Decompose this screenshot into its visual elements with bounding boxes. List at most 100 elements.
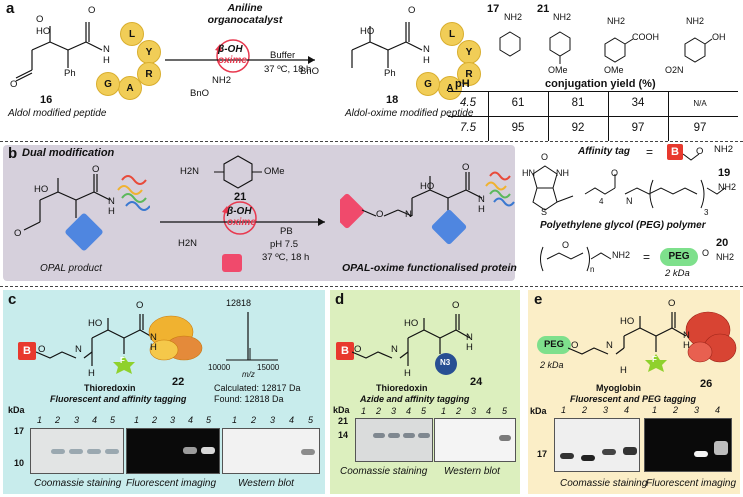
ome-21: OMe [548,65,568,75]
nh2-17: NH2 [504,12,523,22]
atom-nh: N [103,44,110,55]
aldol-peptide-label: Aldol modified peptide [8,108,107,119]
lane-number: 4 [92,415,98,425]
reagent-21-nh2: H2N [180,166,200,177]
conjugate-24-structure [352,314,471,375]
catalyst-title: Aniline organocatalyst [200,2,290,26]
biotin-nh: NH [556,168,569,178]
peg-badge-e: PEG [537,336,571,354]
coomassie-gel-c [30,428,124,474]
lane-number: 4 [486,406,492,416]
b-atom-o-ald: O [14,228,22,239]
c-atom-o2: O [136,300,144,311]
peg-o: O [562,240,570,250]
atom-o-carbonyl: O [88,5,96,16]
peg-kda: 2 kDa [665,268,690,279]
ms-tick-1: 10000 [208,363,231,372]
protein-d: Thioredoxin [376,383,428,393]
ms-spectrum [226,312,278,361]
blot-label-western-c: Western blot [238,478,294,489]
dual-modification-title: Dual modification [22,147,115,159]
c-atom-h2: H [88,368,95,379]
lane-number: 1 [37,415,43,425]
lane-number: 2 [456,406,462,416]
table-cell-ph: 4.5 [460,97,476,109]
biotin-s: S [541,207,548,217]
lane-number: 4 [715,405,721,415]
e-atom-o: O [571,340,579,351]
atom-h-p: H [423,55,430,66]
lane-number: 2 [376,406,382,416]
ph-b: pH 7.5 [270,239,298,250]
blot-label-fluorescent-e: Fluorescent imaging [646,478,737,489]
ms-found: Found: 12818 Da [214,394,284,404]
n3-badge: N3 [440,358,451,367]
peptide-bead-g: G [96,72,120,96]
pink-tag-reagent [222,254,242,272]
b-prod-n2: N [478,194,485,205]
lane-number: 3 [391,406,397,416]
subscript-4: 4 [599,197,604,206]
coomassie-gel-e [554,418,640,472]
fluorescent-gel-e [644,418,732,472]
e-atom-n: N [606,340,613,351]
lane-number: 3 [170,415,176,425]
e-atom-h: H [683,340,690,351]
reagent-bno-a: BnO [190,88,210,99]
table-rule-mid [448,116,738,117]
ms-tick-2: 15000 [257,363,280,372]
d-atom-n2: N [466,332,473,343]
subtitle-e: Fluorescent and PEG tagging [570,394,697,404]
panel-c-letter: c [8,291,17,308]
atom-h: H [103,55,110,66]
peg-structure [540,246,612,272]
ome-cooh: OMe [604,65,624,75]
table-cell: 81 [571,97,585,109]
d-atom-ho: HO [404,318,419,329]
table-cell: 97 [631,122,645,134]
buffer-a: Buffer [270,50,296,61]
b-prod-n: N [405,209,412,220]
b-atom-n: N [108,196,115,207]
lane-number: 2 [673,405,679,415]
affinity-o: O [696,146,704,157]
lane-number: 1 [134,415,140,425]
atom-o-p: O [408,5,416,16]
c-atom-n2: N [150,332,157,343]
atom-o-aldehyde: O [10,79,18,90]
peptide-bead-l-p: L [440,22,464,46]
table-cell: 92 [571,122,585,134]
biotin-amide-n: N [626,196,633,206]
panel-e-letter: e [534,291,543,308]
lane-number: 3 [694,405,700,415]
compound-19: 19 [718,167,731,179]
aniline-structures [499,31,713,64]
lane-number: 2 [55,415,61,425]
subtitle-d: Azide and affinity tagging [360,394,470,404]
marker-21-d: 21 [338,416,349,426]
table-col-rule-4 [668,91,669,141]
biotin-o: O [541,152,549,162]
d-atom-o2: O [452,300,460,311]
table-col-rule-2 [548,91,549,141]
beta-oh-b: β-OH [227,206,252,217]
catalyst-title-line2: organocatalyst [207,14,283,26]
lane-number: 3 [471,406,477,416]
d-atom-h2: H [404,368,411,379]
cooh: COOH [632,32,659,42]
conditions-b: 37 ºC, 18 h [262,252,310,263]
compound-16: 16 [40,94,53,106]
protein-e: Myoglobin [596,383,641,393]
blot-label-coomassie-c: Coomassie staining [34,478,122,489]
marker-14-d: 14 [338,430,349,440]
marker-17-e: 17 [537,449,548,459]
lane-number: 1 [441,406,447,416]
opal-product-structure [23,174,150,251]
b-atom-ho: HO [34,184,49,195]
reaction-arrow-a [165,39,315,73]
buffer-b: PB [280,226,293,237]
equals-sign: = [646,145,654,159]
atom-ph-p: Ph [384,68,396,79]
marker-10-c: 10 [14,458,25,468]
nh2-cooh: NH2 [607,16,626,26]
